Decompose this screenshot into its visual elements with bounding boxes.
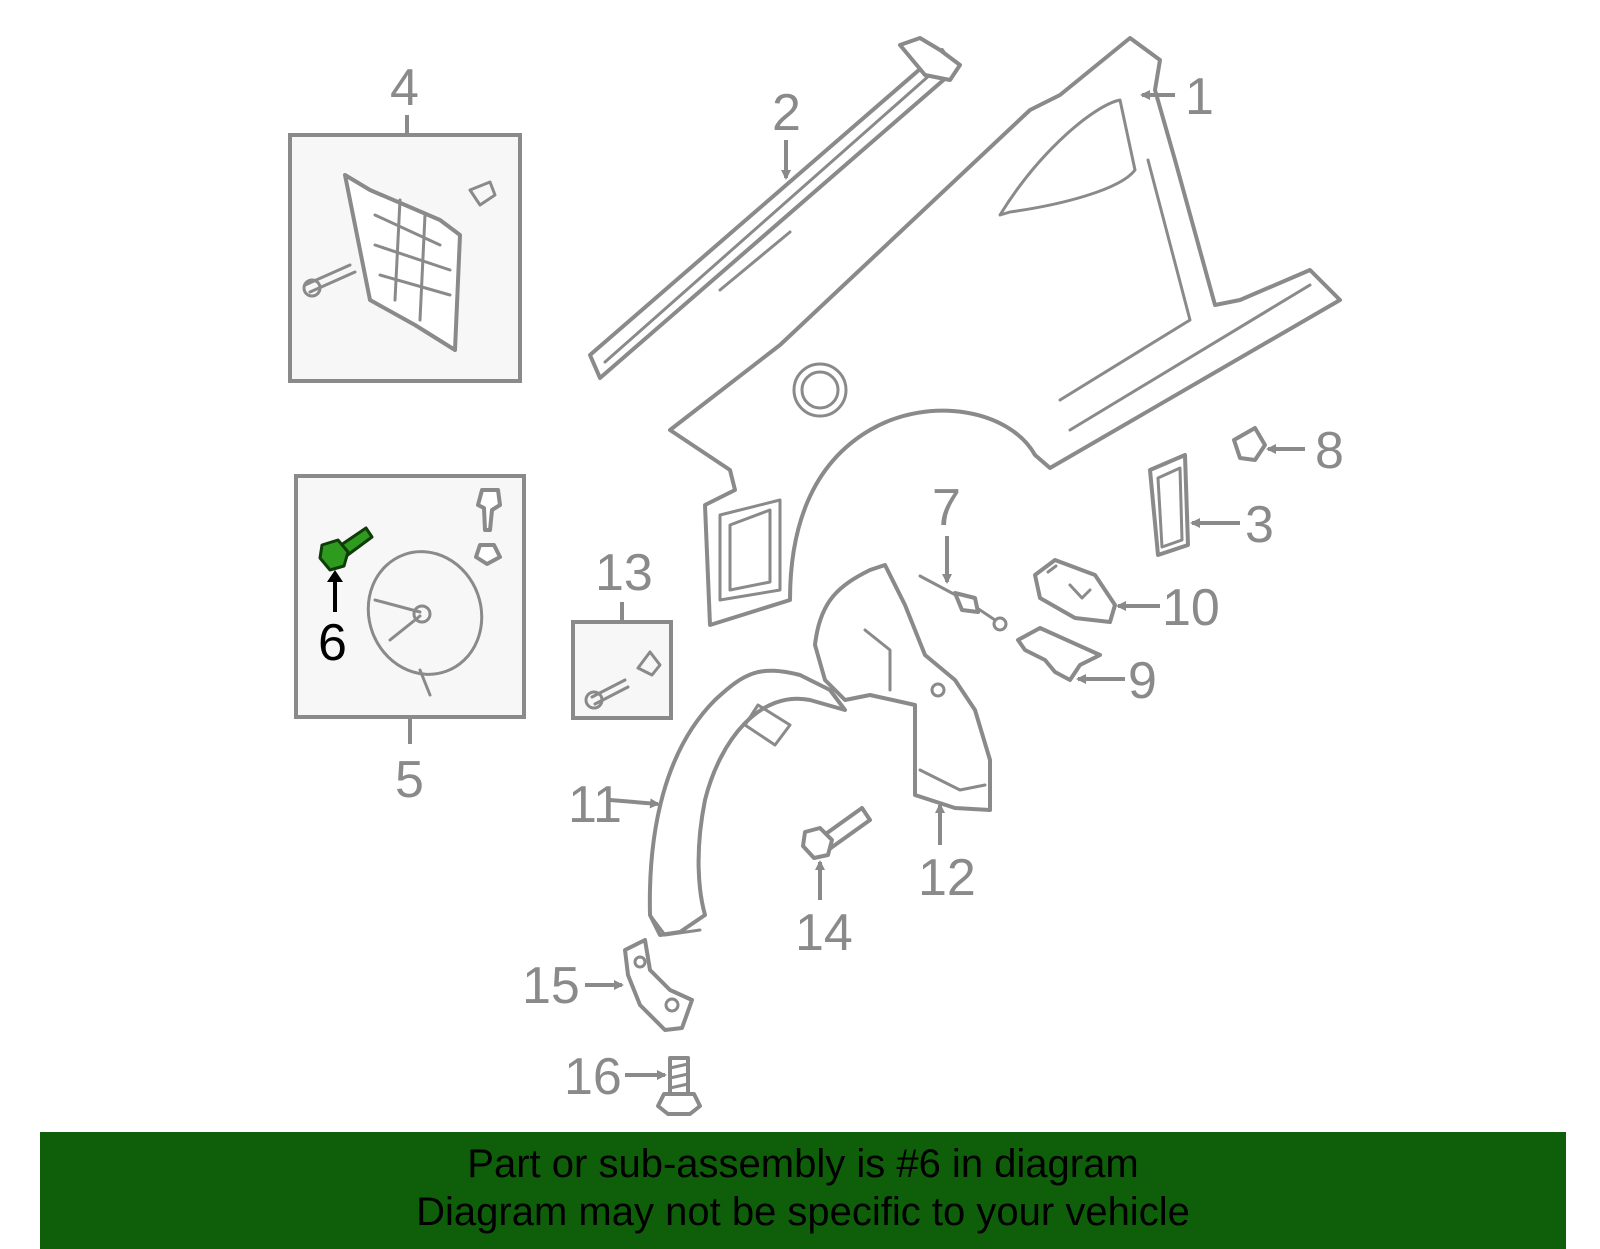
box-13 xyxy=(571,620,673,720)
wheel-liner-11 xyxy=(647,668,847,937)
inner-shield-12 xyxy=(813,563,992,812)
bolt-6-highlighted xyxy=(318,526,374,572)
box-5 xyxy=(294,474,526,719)
release-rod xyxy=(918,574,1008,632)
callout-4: 4 xyxy=(390,59,419,117)
clip-8 xyxy=(1232,426,1267,462)
callout-9: 9 xyxy=(1128,652,1157,710)
callout-10: 10 xyxy=(1162,579,1220,637)
rail-strip xyxy=(588,36,962,380)
callout-16: 16 xyxy=(564,1048,622,1106)
callout-6: 6 xyxy=(318,614,347,672)
bracket-15 xyxy=(623,938,694,1032)
quarter-panel xyxy=(668,36,1342,627)
callout-7: 7 xyxy=(932,479,961,537)
callout-12: 12 xyxy=(918,849,976,907)
callout-3: 3 xyxy=(1245,496,1274,554)
callout-8: 8 xyxy=(1315,422,1344,480)
callout-15: 15 xyxy=(522,957,580,1015)
callout-2: 2 xyxy=(772,84,801,142)
info-banner: Part or sub-assembly is #6 in diagram Di… xyxy=(40,1132,1566,1249)
trim-pad xyxy=(1148,453,1190,557)
callout-11: 11 xyxy=(568,776,622,834)
banner-line-2: Diagram may not be specific to your vehi… xyxy=(416,1190,1190,1234)
box-4 xyxy=(288,133,522,383)
banner-line-1: Part or sub-assembly is #6 in diagram xyxy=(467,1142,1139,1186)
bolt-16 xyxy=(656,1056,702,1116)
housing-10 xyxy=(1033,558,1117,624)
leader-11 xyxy=(609,798,660,809)
callout-5: 5 xyxy=(395,751,424,809)
arrowhead-6 xyxy=(327,570,343,582)
callout-1: 1 xyxy=(1185,68,1214,126)
callout-14: 14 xyxy=(795,904,853,962)
bracket-9 xyxy=(1016,626,1102,682)
bolt-14 xyxy=(801,806,872,860)
callout-13: 13 xyxy=(595,544,653,602)
